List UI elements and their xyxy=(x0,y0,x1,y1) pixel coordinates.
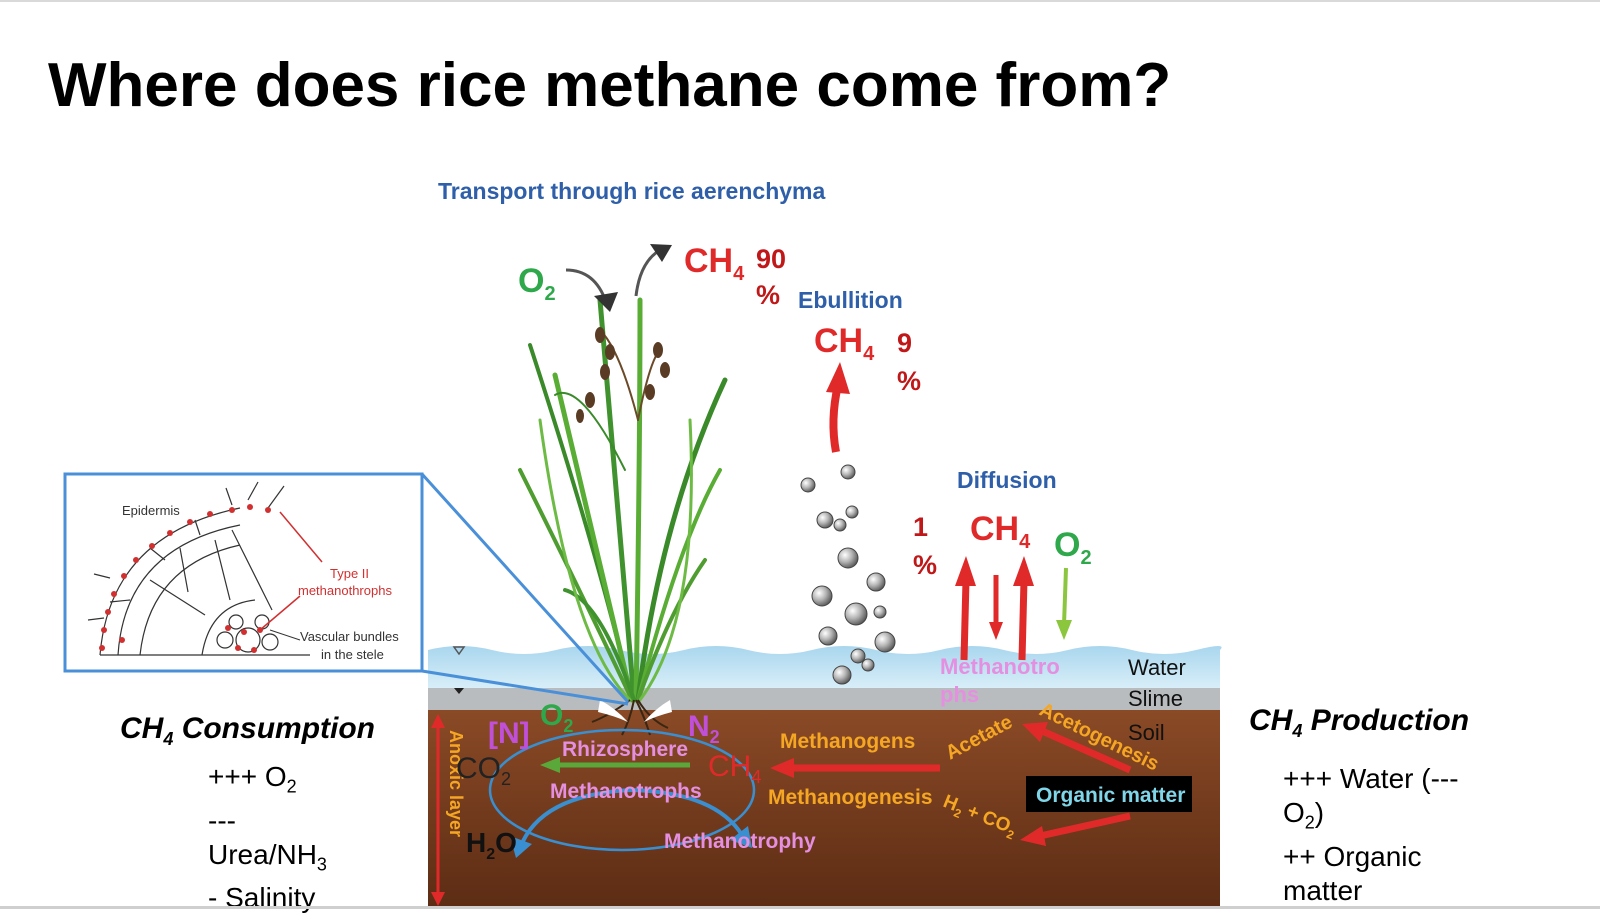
ch4-out-plant-arrow xyxy=(634,248,661,297)
ch4-production-panel: CH4 Production +++ Water (--- O2) ++ Org… xyxy=(1249,704,1469,908)
plant-percent-90-sign: % xyxy=(756,280,780,310)
rhizosphere-label: Rhizosphere xyxy=(562,738,688,761)
surface-methanotrophs-label-2: phs xyxy=(940,682,979,707)
bottom-border xyxy=(0,906,1600,909)
ebullition-percent-9: 9 xyxy=(897,328,912,358)
ch4-out-plant-arrowhead xyxy=(650,244,672,262)
inset-epidermis-label: Epidermis xyxy=(122,503,180,518)
methanotrophy-arc xyxy=(518,787,744,849)
plant-o2-label: O2 xyxy=(518,262,556,305)
root-white-left xyxy=(598,700,628,722)
organic-matter-box xyxy=(1026,776,1192,812)
rhizosphere-ellipse xyxy=(488,728,756,852)
ebullition-label: Ebullition xyxy=(798,287,903,313)
organic-to-acetate-arrow xyxy=(1038,726,1132,774)
slime-level-marker xyxy=(454,688,464,694)
inset-vascular-label-2: in the stele xyxy=(321,647,384,662)
ch4-production-heading: CH4 Production xyxy=(1249,704,1470,741)
diffusion-up-arrowhead-2 xyxy=(1013,556,1034,586)
consumption-urea-line: Urea/NH3 xyxy=(208,838,327,875)
consumption-salinity-line: - Salinity xyxy=(208,882,316,914)
diffusion-up-arrowhead-1 xyxy=(955,556,976,586)
methanogenesis-label: Methanogenesis xyxy=(768,786,933,809)
organic-to-acetate-arrowhead xyxy=(1022,722,1048,742)
methanotroph-dots xyxy=(99,504,271,653)
plant-ch4-label: CH4 xyxy=(684,242,745,285)
diffusion-o2-down-arrowhead xyxy=(1056,620,1072,640)
type2-pointer-line-2 xyxy=(259,595,301,631)
water-layer xyxy=(428,646,1222,688)
type2-pointer-line-1 xyxy=(279,511,323,563)
water-level-marker xyxy=(452,646,466,656)
inset-connector-top xyxy=(420,472,630,704)
methanotrophy-arc-head-right xyxy=(730,826,752,848)
root-n2-label: N2 xyxy=(688,710,720,747)
production-organic-line: ++ Organic xyxy=(1283,840,1422,872)
vascular-pointer-line xyxy=(269,629,301,641)
rice-grains xyxy=(576,327,670,423)
ch4-consumption-heading: CH4 Consumption xyxy=(120,712,375,749)
methane-bubbles xyxy=(800,464,896,685)
rhizosphere-green-arrowhead xyxy=(540,757,560,773)
layer-soil-label: Soil xyxy=(1128,720,1165,745)
diffusion-percent-1-sign: % xyxy=(913,550,937,580)
methanotrophy-label: Methanotrophy xyxy=(664,830,816,853)
diffusion-o2-label: O2 xyxy=(1054,526,1092,569)
diffusion-up-arrow-2 xyxy=(1018,579,1028,661)
methanogens-to-ch4-arrowhead xyxy=(770,758,794,778)
diffusion-down-arrowhead xyxy=(989,622,1003,640)
diffusion-up-arrow-1 xyxy=(960,579,970,661)
top-border xyxy=(0,0,1600,2)
inset-type2-label: Type II xyxy=(330,566,369,581)
rice-plant xyxy=(518,297,728,703)
slide-title: Where does rice methane come from? xyxy=(48,51,1172,120)
methanogens-label: Methanogens xyxy=(780,730,915,753)
anoxic-arrow-head-bottom xyxy=(431,892,445,906)
diffusion-ch4-label: CH4 xyxy=(970,510,1031,553)
root-o2-label: O2 xyxy=(540,699,573,736)
ebullition-up-arrow xyxy=(829,384,842,453)
diffusion-o2-down-arrow xyxy=(1062,567,1068,626)
inset-type2-label-2: methanothrophs xyxy=(298,583,392,598)
ebullition-percent-9-sign: % xyxy=(897,366,921,396)
layer-slime-label: Slime xyxy=(1128,686,1183,711)
plant-percent-90: 90 xyxy=(756,244,786,274)
anoxic-layer-label: Anoxic layer xyxy=(446,730,466,837)
transport-heading: Transport through rice aerenchyma xyxy=(438,178,825,204)
consumption-o2-line: +++ O2 xyxy=(208,761,297,797)
production-water-line: +++ Water (--- xyxy=(1283,763,1459,794)
diffusion-label: Diffusion xyxy=(957,467,1057,493)
o2-into-plant-arrowhead xyxy=(594,292,618,312)
organic-to-h2co2-arrow xyxy=(1039,812,1131,840)
ebullition-up-arrowhead xyxy=(826,362,850,394)
nitrogen-bracket-label: [N] xyxy=(488,717,530,750)
inset-vascular-label: Vascular bundles xyxy=(300,629,399,644)
organic-matter-label: Organic matter xyxy=(1036,784,1185,807)
organic-to-h2co2-arrowhead xyxy=(1020,826,1046,846)
production-matter-line: matter xyxy=(1283,874,1363,906)
root-white-right xyxy=(644,700,672,722)
ch4-consumption-panel: CH4 Consumption +++ O2 --- Urea/NH3 - Sa… xyxy=(120,712,375,915)
root-cross-section-drawing xyxy=(87,481,310,656)
anoxic-arrow-head-top xyxy=(431,714,445,728)
inset-connector-bottom xyxy=(421,669,629,706)
root-co2-label: CO2 xyxy=(456,752,511,789)
production-o2-line: O2) xyxy=(1283,797,1325,833)
h2o-label: H2O xyxy=(466,827,517,863)
methanotrophs-root-label: Methanotrophs xyxy=(550,780,702,803)
diffusion-percent-1: 1 xyxy=(913,512,928,542)
surface-methanotrophs-label: Methanotro xyxy=(940,654,1060,679)
root-cross-section-inset xyxy=(63,472,424,673)
soil-ch4-label: CH4 xyxy=(708,750,761,787)
consumption-dash-line: --- xyxy=(208,804,236,836)
layer-water-label: Water xyxy=(1128,655,1186,680)
ebullition-ch4-label: CH4 xyxy=(814,322,875,365)
methanotrophy-arc-head-left xyxy=(510,836,532,858)
